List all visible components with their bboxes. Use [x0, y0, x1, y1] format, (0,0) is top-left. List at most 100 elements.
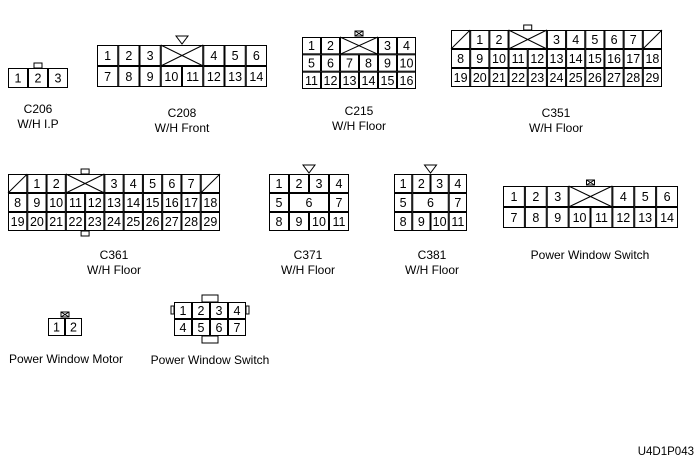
pin-number: 26 [588, 71, 602, 85]
pin-number: 12 [616, 211, 630, 225]
cavity [289, 212, 309, 231]
pin-number: 9 [476, 52, 483, 66]
cavity [27, 174, 47, 193]
pin-number: 4 [210, 49, 217, 63]
pin-number: 9 [384, 57, 391, 71]
cavity [192, 302, 210, 319]
pin-number: 20 [473, 71, 487, 85]
cavity [604, 49, 624, 68]
cavity [302, 37, 321, 55]
cavity [269, 193, 289, 212]
pin-number: 15 [146, 196, 160, 210]
pin-number: 14 [362, 74, 376, 88]
pin-number: 4 [572, 33, 579, 47]
pin-number: 5 [276, 196, 283, 210]
locking-key-triangle [302, 164, 316, 174]
pin-number: 6 [168, 177, 175, 191]
cavity [585, 49, 605, 68]
cavity [430, 212, 449, 231]
connector-c208-name: C208 [167, 106, 197, 120]
cavity [162, 193, 182, 212]
cavity [321, 71, 340, 90]
pin-number: 13 [107, 196, 121, 210]
pin-number: 2 [35, 72, 42, 86]
cavity [566, 30, 586, 49]
cavity [224, 66, 246, 87]
connector-c371-label: C371 W/H Floor [258, 248, 358, 278]
cavity [192, 319, 210, 336]
cavity [200, 212, 221, 231]
pin-number: 14 [249, 70, 263, 84]
pin-number: 25 [126, 215, 140, 229]
pin-number: 7 [104, 70, 111, 84]
cavity [174, 319, 192, 336]
cavity [104, 193, 124, 212]
connector-c351-sub: W/H Floor [529, 121, 583, 135]
cavity [566, 49, 586, 68]
pin-number: 28 [184, 215, 198, 229]
cavity [634, 207, 657, 228]
pin-number: 10 [573, 211, 587, 225]
cavity [585, 30, 605, 49]
pin-number: 23 [530, 71, 544, 85]
cavity [48, 318, 65, 336]
pin-number: 12 [207, 70, 221, 84]
pin-number: 7 [234, 321, 241, 335]
pin-number: 17 [184, 196, 198, 210]
cavity [245, 45, 267, 66]
cavity [302, 71, 321, 90]
connector-c215-sub: W/H Floor [332, 119, 386, 133]
cavity [642, 30, 662, 49]
locking-key-triangle [175, 35, 189, 45]
cavity [397, 37, 416, 55]
pin-number: 12 [530, 52, 544, 66]
cavity [451, 49, 471, 68]
pin-number: 11 [305, 74, 318, 88]
cavity [470, 68, 490, 87]
cavity [8, 193, 28, 212]
cavity [104, 212, 124, 231]
locking-key-tab [523, 24, 533, 31]
connector-c381-name: C381 [417, 248, 447, 262]
pin-number: 3 [111, 177, 118, 191]
pin-number: 11 [595, 211, 608, 225]
cavity [612, 186, 635, 207]
cavity [394, 193, 413, 212]
pin-number: 19 [454, 71, 468, 85]
cavity [8, 174, 28, 193]
pin-number: 9 [296, 215, 303, 229]
pin-number: 7 [510, 211, 517, 225]
pin-number: 4 [180, 321, 187, 335]
cavity [104, 174, 124, 193]
cavity [412, 193, 449, 212]
connector-c215-label: C215 W/H Floor [309, 104, 409, 134]
cavity [289, 193, 329, 212]
cavity [524, 207, 547, 228]
connector-c361-label: C361 W/H Floor [64, 248, 164, 278]
locking-key-tab [33, 62, 43, 69]
pin-number: 4 [620, 190, 627, 204]
pin-number: 22 [69, 215, 83, 229]
pin-number: 17 [626, 52, 640, 66]
cavity [585, 68, 605, 87]
connector-power-window-switch-1-name: Power Window Switch [530, 248, 650, 262]
pin-number: 14 [660, 211, 674, 225]
pin-number: 8 [276, 215, 283, 229]
pin-number: 2 [53, 177, 60, 191]
cavity [123, 174, 143, 193]
connector-c215-name: C215 [344, 104, 374, 118]
pin-number: 6 [327, 57, 334, 71]
pin-number: 3 [216, 304, 223, 318]
cavity [448, 193, 467, 212]
cavity [8, 68, 28, 88]
blocked-cavity-mark [65, 173, 105, 194]
pin-number: 4 [130, 177, 137, 191]
latch-bottom [201, 335, 219, 344]
connector-c351-name: C351 [541, 106, 571, 120]
cavity [470, 49, 490, 68]
